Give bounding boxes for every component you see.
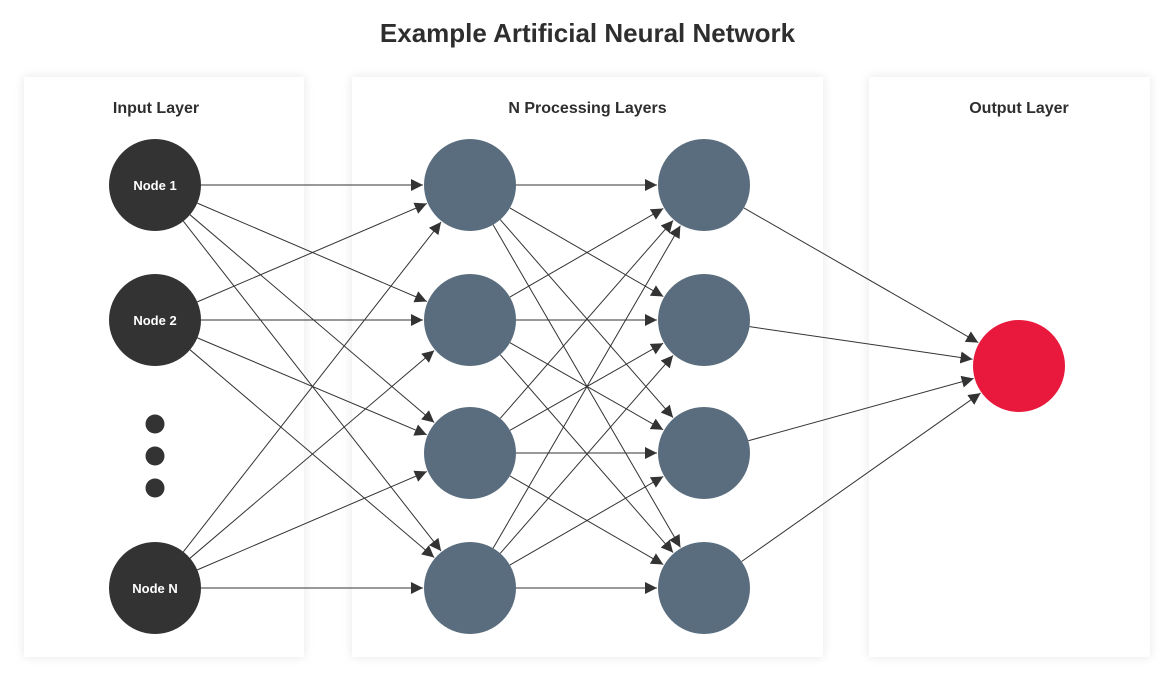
- nodes: Node 1 Node 2 Node N: [109, 139, 1065, 634]
- connection-arrow: [749, 326, 973, 364]
- connections: [182, 179, 981, 594]
- processing-layers-label: N Processing Layers: [508, 100, 667, 117]
- connection-arrow: [748, 375, 974, 442]
- connection-arrow: [182, 221, 442, 553]
- connection-arrow: [189, 214, 435, 423]
- input-node: [109, 274, 201, 366]
- processing-node-layer-2: [658, 274, 750, 366]
- connection-arrow: [197, 470, 427, 571]
- input-node-label: Node 1: [133, 178, 176, 193]
- connection-arrow: [499, 220, 674, 419]
- processing-node-layer-2: [658, 139, 750, 231]
- processing-node-layer-2: [658, 407, 750, 499]
- connection-arrow: [189, 350, 435, 559]
- connection-arrow: [741, 392, 981, 562]
- input-node-label: Node 2: [133, 313, 176, 328]
- diagram-title: Example Artificial Neural Network: [379, 18, 796, 48]
- input-node: [109, 542, 201, 634]
- connection-arrow: [197, 202, 427, 303]
- input-node: [109, 139, 201, 231]
- ellipsis-dot: [145, 414, 165, 434]
- processing-node-layer-2: [658, 542, 750, 634]
- processing-node-layer-1: [424, 542, 516, 634]
- ellipsis-dot: [145, 478, 165, 498]
- processing-node-layer-1: [424, 274, 516, 366]
- connection-arrow: [509, 476, 664, 566]
- processing-node-layer-1: [424, 139, 516, 231]
- connection-arrow: [499, 355, 674, 554]
- processing-node-layer-1: [424, 407, 516, 499]
- output-node: [973, 320, 1065, 412]
- connection-arrow: [509, 208, 664, 298]
- connection-arrow: [743, 207, 979, 344]
- ellipsis-dot: [145, 446, 165, 466]
- connection-arrow: [492, 225, 681, 549]
- output-layer-label: Output Layer: [969, 100, 1069, 117]
- input-layer-label: Input Layer: [112, 100, 200, 117]
- input-node-label: Node N: [132, 581, 178, 596]
